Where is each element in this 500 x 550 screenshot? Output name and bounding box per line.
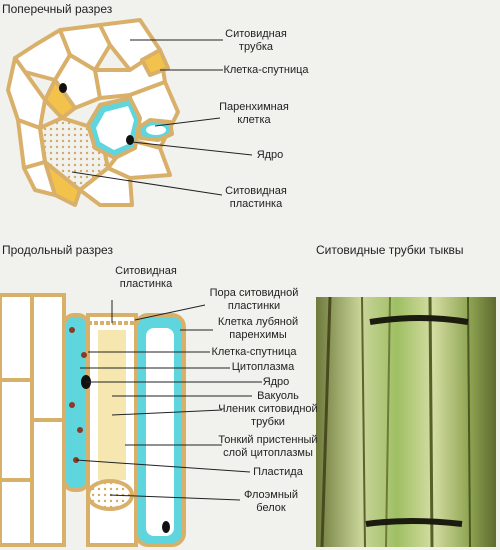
nucleus-dot [59, 83, 67, 93]
label-plastid: Пластида [253, 466, 303, 478]
cross-section-title: Поперечный разрез [2, 2, 113, 16]
label-parenchyma-cell: Паренхимная клетка [219, 101, 289, 126]
companion-cell [140, 48, 170, 77]
plastid-dot [69, 327, 75, 333]
longitudinal-section-title: Продольный разрез [2, 243, 113, 257]
plastid-dot [77, 427, 83, 433]
label-vacuole: Вакуоль [257, 390, 299, 402]
label-sieve-plate-pore: Пора ситовидной пластинки [209, 287, 299, 312]
nucleus-dot [162, 521, 170, 533]
cross-section [6, 18, 180, 207]
parenchyma-vacuole [96, 106, 134, 150]
cell [78, 166, 134, 207]
label-nucleus-cross: Ядро [256, 149, 284, 161]
label-sieve-plate-cross: Ситовидная пластинка [225, 185, 287, 210]
label-sieve-plate-long: Ситовидная пластинка [115, 265, 177, 290]
pumpkin-sieve-tubes-photo [316, 296, 496, 548]
label-bast-parenchyma: Клетка лубяной паренхимы [217, 316, 299, 341]
cell [22, 160, 57, 197]
label-phloem-protein: Флоэмный белок [244, 489, 298, 514]
photo-title: Ситовидные трубки тыквы [316, 243, 464, 257]
label-sieve-tube-member: Членик ситовидной трубки [218, 403, 318, 428]
label-nucleus-long: Ядро [262, 376, 290, 388]
cross-leader-lines [71, 39, 253, 196]
small-vacuole [146, 125, 166, 135]
plastid-dot [69, 402, 75, 408]
label-sieve-tube: Ситовидная трубка [225, 28, 287, 53]
label-companion-cell-long: Клетка-спутница [211, 346, 297, 358]
label-companion-cell: Клетка-спутница [223, 64, 309, 76]
cell [58, 23, 112, 72]
nucleus-dot [126, 135, 134, 145]
plastid-dot [81, 352, 87, 358]
long-leader-lines [75, 300, 262, 501]
label-thin-cytoplasm-layer: Тонкий пристенный слой цитоплазмы [218, 434, 318, 459]
longitudinal-section [0, 293, 186, 547]
label-cytoplasm: Цитоплазма [231, 361, 295, 373]
